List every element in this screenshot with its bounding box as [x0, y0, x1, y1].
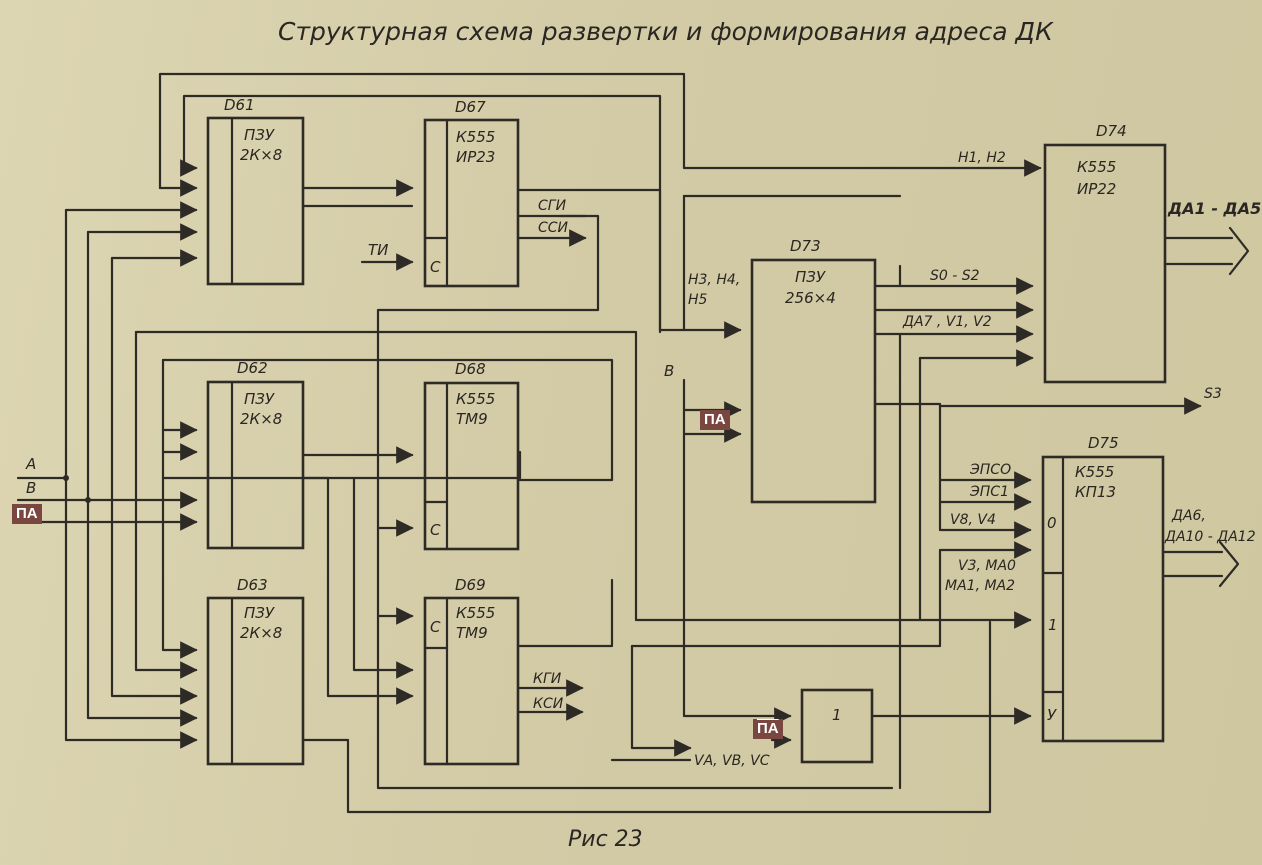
badge-pa-inverted-text: ПА — [757, 720, 779, 737]
d69-line2: ТМ9 — [456, 624, 488, 642]
block-d73: D73 ПЗУ 256×4 — [750, 237, 877, 504]
signal-eps1: ЭПС1 — [969, 484, 1009, 500]
block-d61: D61 ПЗУ 2К×8 — [206, 96, 305, 286]
signal-h345-line2: Н5 — [688, 292, 708, 308]
or-gate-label: 1 — [832, 706, 842, 724]
d69-line1: К555 — [456, 604, 495, 622]
signal-h345-line1: Н3, Н4, — [688, 272, 740, 288]
d67-line2: ИР23 — [456, 148, 495, 166]
block-d67: D67 К555 ИР23 С — [423, 98, 520, 288]
signal-ksi: КСИ — [533, 696, 564, 712]
d69-clock: С — [430, 618, 441, 636]
badge-pa-inverted: ПА — [753, 719, 783, 739]
signal-h1h2: Н1, Н2 — [958, 150, 1006, 166]
block-d62: D62 ПЗУ 2К×8 — [206, 359, 305, 550]
signal-ssi: ССИ — [538, 220, 569, 236]
d63-line2: 2К×8 — [240, 624, 282, 642]
input-b2-label: В — [664, 362, 674, 380]
d74-line1: К555 — [1077, 158, 1116, 176]
d75-line1: К555 — [1075, 463, 1114, 481]
input-ti-label: ТИ — [368, 241, 388, 259]
block-d74: D74 К555 ИР22 — [1043, 122, 1167, 384]
diagram-title: Структурная схема развертки и формирован… — [278, 17, 1054, 46]
d68-clock: С — [430, 521, 441, 539]
signal-s0s2: S0 - S2 — [930, 268, 980, 284]
output-da10-da12: ДА10 - ДА12 — [1164, 529, 1256, 545]
signal-ma1ma2: МА1, МА2 — [945, 578, 1015, 594]
d75-pin-1: 1 — [1048, 616, 1058, 634]
output-da6: ДА6, — [1171, 508, 1206, 524]
signal-vavbvc: VА, VВ, VС — [694, 753, 770, 769]
d62-line1: ПЗУ — [244, 390, 275, 408]
d67-ref: D67 — [455, 98, 486, 116]
d75-pin-0: 0 — [1047, 514, 1057, 532]
d73-wires — [682, 264, 1202, 790]
d74-line2: ИР22 — [1077, 180, 1116, 198]
block-d69: D69 К555 ТМ9 С — [423, 576, 520, 766]
block-d63: D63 ПЗУ 2К×8 — [206, 576, 305, 766]
figure-caption: Рис 23 — [568, 827, 643, 852]
d67-line1: К555 — [456, 128, 495, 146]
signal-da7-v1v2: ДА7 , V1, V2 — [902, 314, 992, 330]
input-a-label: А — [25, 455, 36, 473]
d75-line2: КП13 — [1075, 483, 1116, 501]
block-d75: D75 К555 КП13 0 1 У — [1041, 434, 1165, 743]
d63-ref: D63 — [237, 576, 268, 594]
output-da1-da5: ДА1 - ДА5 — [1167, 199, 1261, 218]
block-or-gate: 1 — [800, 688, 874, 764]
d68-line2: ТМ9 — [456, 410, 488, 428]
d61-d67-wires — [301, 179, 902, 762]
d62-ref: D62 — [237, 359, 268, 377]
signal-s3: S3 — [1204, 386, 1222, 402]
feedback-wires — [158, 72, 1042, 334]
signal-kgi: КГИ — [533, 671, 562, 687]
badge-pa-left: ПА — [12, 504, 42, 524]
middle-wires — [301, 446, 992, 814]
badge-pa-mid: ПА — [700, 410, 730, 430]
d61-line1: ПЗУ — [244, 126, 275, 144]
input-bus-wires — [16, 201, 1032, 749]
output-buses — [1161, 226, 1250, 588]
block-d68: D68 К555 ТМ9 С — [423, 360, 520, 551]
d69-ref: D69 — [455, 576, 486, 594]
signal-v3ma0: V3, МА0 — [958, 558, 1016, 574]
d61-line2: 2К×8 — [240, 146, 282, 164]
d75-ref: D75 — [1088, 434, 1119, 452]
d63-line1: ПЗУ — [244, 604, 275, 622]
signal-v8v4: V8, V4 — [950, 512, 996, 528]
d62-line2: 2К×8 — [240, 410, 282, 428]
d68-line1: К555 — [456, 390, 495, 408]
d73-ref: D73 — [790, 237, 821, 255]
d74-ref: D74 — [1096, 122, 1127, 140]
signal-sgi: СГИ — [538, 198, 567, 214]
d73-line1: ПЗУ — [795, 268, 826, 286]
d61-ref: D61 — [224, 96, 255, 114]
d67-clock: С — [430, 258, 441, 276]
d69-output-wires — [516, 541, 1032, 762]
d68-ref: D68 — [455, 360, 486, 378]
signal-epso: ЭПСО — [969, 462, 1011, 478]
d73-line2: 256×4 — [785, 289, 836, 307]
d75-pin-y: У — [1047, 706, 1057, 724]
input-b-label: В — [26, 479, 36, 497]
